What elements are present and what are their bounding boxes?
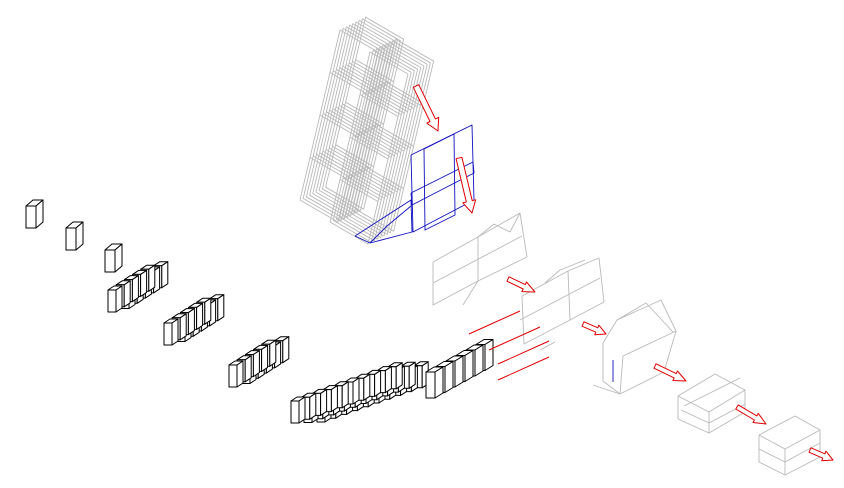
carton-edge-1 <box>677 373 746 413</box>
product-group-3 <box>228 336 290 388</box>
carton-edge-5 <box>680 403 746 424</box>
glued-case <box>677 373 746 434</box>
carton-edge-4 <box>683 377 741 407</box>
blank-stack-front <box>329 38 435 245</box>
carton-edge-2 <box>477 212 528 282</box>
carton-edge-4 <box>758 442 821 463</box>
carton-edge-2 <box>567 257 605 321</box>
carton-edge-4 <box>544 259 586 284</box>
carton-edge-1 <box>758 415 821 450</box>
carton-edge-1 <box>602 299 677 344</box>
motion-arrow-4 <box>581 321 607 336</box>
blank-panel-2 <box>423 133 456 231</box>
carton-edge-4 <box>616 302 674 333</box>
product-group-2 <box>163 294 225 346</box>
motion-arrow-1 <box>412 84 440 132</box>
motion-arrow-6 <box>735 404 767 425</box>
motion-arrow-5 <box>653 363 687 382</box>
product-stream-lines <box>468 310 550 381</box>
carton-edge-3 <box>619 330 677 395</box>
blank-panel-4 <box>354 199 413 244</box>
single-product-2 <box>65 221 84 251</box>
blank-panel-5 <box>369 205 412 244</box>
product-feed <box>25 199 494 424</box>
motion-arrows <box>412 84 834 462</box>
carton-loading-station <box>519 257 605 351</box>
erected-carton-sleeve <box>432 212 528 306</box>
motion-arrow-3 <box>506 276 536 293</box>
stream-line-2 <box>488 326 541 351</box>
product-unit <box>107 285 123 313</box>
single-product-3 <box>104 243 123 273</box>
product-unit <box>290 396 306 424</box>
carton-edge-2 <box>602 343 665 395</box>
carton-edge-5 <box>592 384 621 395</box>
stream-line-4 <box>497 356 550 381</box>
single-product-1 <box>25 199 44 229</box>
product-group-4 <box>290 361 429 424</box>
collated-pack <box>425 339 494 399</box>
carton-edge-4 <box>477 212 521 238</box>
pack-unit <box>425 366 444 399</box>
carton-edge-5 <box>462 280 479 306</box>
carton-blank-magazine <box>299 16 435 245</box>
carton-edge-3 <box>432 235 523 284</box>
product-unit <box>228 360 244 388</box>
stream-line-3 <box>497 340 550 365</box>
product-unit <box>163 318 179 346</box>
flap-closing-station <box>592 299 677 395</box>
carton-edge-5 <box>539 341 556 351</box>
blank-panel-3 <box>410 161 475 206</box>
product-group-1 <box>107 261 169 313</box>
motion-arrow-7 <box>808 447 834 462</box>
stream-line-1 <box>468 310 521 335</box>
blank-stack-back <box>299 16 405 223</box>
motion-arrow-2 <box>455 156 477 214</box>
finished-case <box>758 415 821 476</box>
carton-edge-3 <box>519 277 601 321</box>
